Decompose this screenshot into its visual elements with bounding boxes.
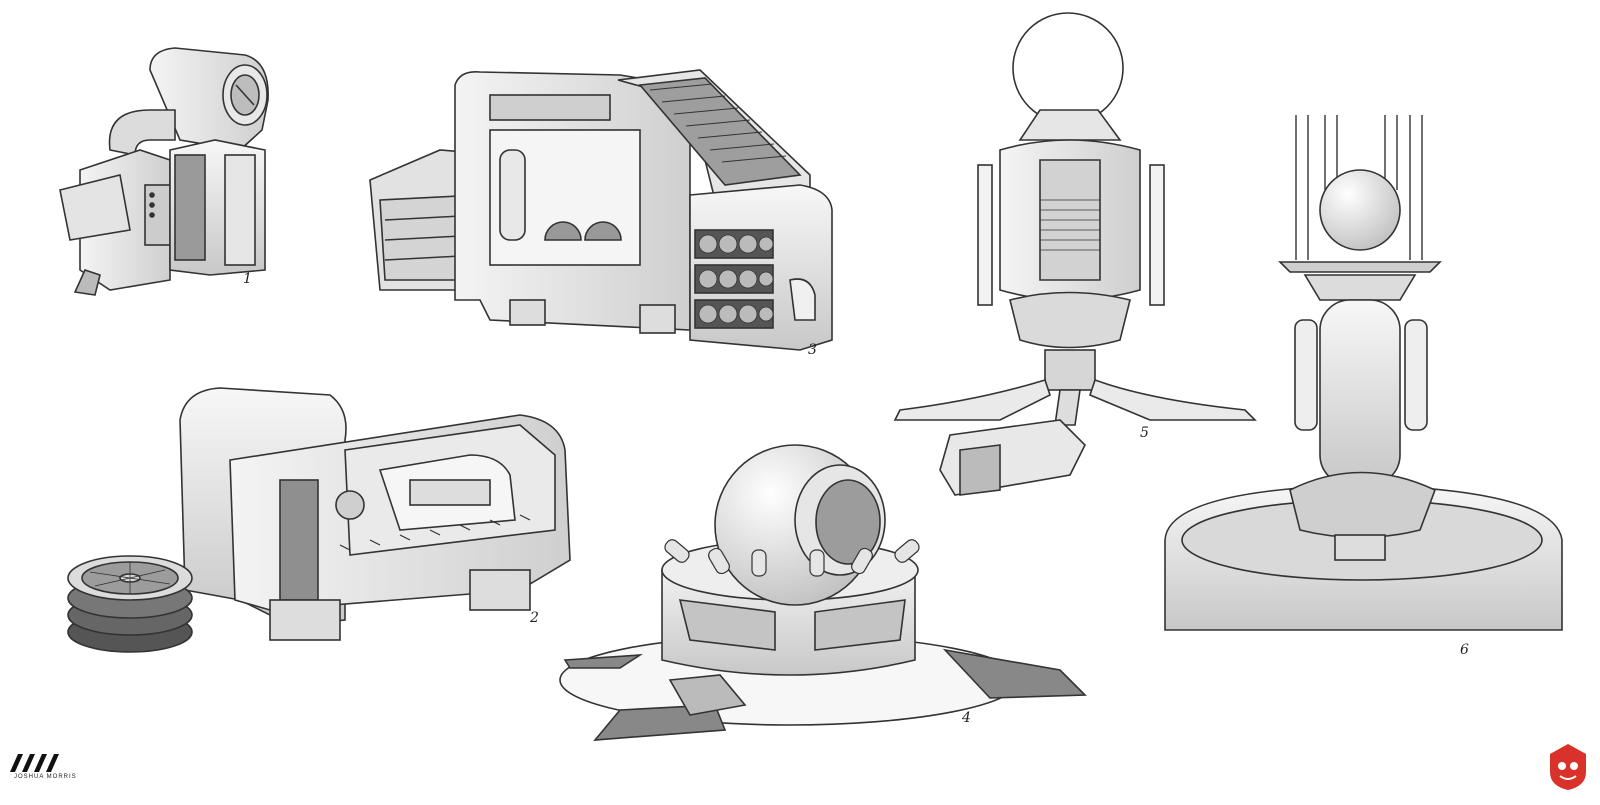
- sketch-label-2: 2: [530, 610, 539, 626]
- sketch-label-6: 6: [1460, 642, 1469, 658]
- sketch-4-machine: [559, 444, 1087, 741]
- sketch-label-3: 3: [808, 342, 817, 358]
- studio-badge-icon: [1550, 744, 1586, 790]
- sketch-2-machine: [67, 387, 571, 653]
- sketch-5-machine: [893, 12, 1257, 496]
- sketch-6-machine: [1164, 115, 1563, 631]
- sketch-1-machine: [59, 47, 269, 296]
- artist-logo-icon: [10, 754, 59, 772]
- sketch-3-machine: [369, 69, 833, 351]
- sketch-label-5: 5: [1140, 425, 1149, 441]
- artist-signature: JOSHUA MORRIS: [14, 774, 77, 780]
- sketch-label-4: 4: [962, 710, 971, 726]
- sketch-label-1: 1: [243, 271, 252, 287]
